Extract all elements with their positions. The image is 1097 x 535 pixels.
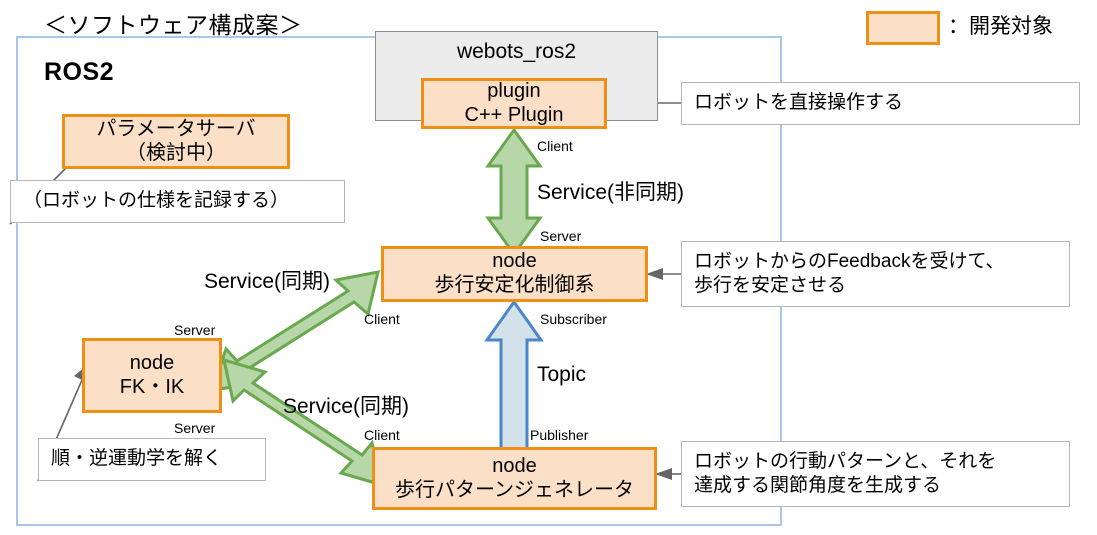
edge-label-topic: Topic <box>537 363 587 386</box>
node-fkik-line2: FK・IK <box>119 375 185 398</box>
node-generator-line2: 歩行パターンジェネレータ <box>395 478 634 501</box>
node-parameter-server[interactable]: パラメータサーバ （検討中） <box>62 114 290 169</box>
edge-label-service-sync-generator-fkik: Service(同期) <box>283 395 410 418</box>
role-label-fkik-server-upper: Server <box>174 322 216 338</box>
callout-parameter-note-text: （ロボットの仕様を記録する） <box>23 190 290 212</box>
node-plugin-line1: plugin <box>487 79 541 102</box>
node-parameter-server-line1: パラメータサーバ <box>96 117 256 140</box>
node-walking-stabilization-control[interactable]: node 歩行安定化制御系 <box>381 246 648 302</box>
node-generator-line1: node <box>492 454 537 477</box>
callout-fkik-note: 順・逆運動学を解く <box>38 438 266 481</box>
role-label-control-server: Server <box>540 228 582 244</box>
node-fk-ik[interactable]: node FK・IK <box>82 338 222 413</box>
node-plugin-line2: C++ Plugin <box>464 103 564 126</box>
callout-control-note: ロボットからのFeedbackを受けて、 歩行を安定させる <box>681 241 1070 307</box>
role-label-control-subscriber: Subscriber <box>540 311 607 327</box>
node-plugin[interactable]: plugin C++ Plugin <box>421 78 607 129</box>
legend-swatch <box>866 11 940 45</box>
callout-plugin-note: ロボットを直接操作する <box>681 82 1080 125</box>
ros2-label: ROS2 <box>44 58 115 86</box>
role-label-fkik-server-lower: Server <box>174 420 216 436</box>
callout-fkik-note-text: 順・逆運動学を解く <box>51 448 223 470</box>
callout-generator-note: ロボットの行動パターンと、それを 達成する関節角度を生成する <box>681 441 1070 507</box>
role-label-plugin-client: Client <box>537 138 573 154</box>
node-control-line1: node <box>492 250 537 273</box>
callout-control-note-line1: ロボットからのFeedbackを受けて、 <box>694 250 1005 272</box>
node-walking-pattern-generator[interactable]: node 歩行パターンジェネレータ <box>372 447 657 510</box>
role-label-control-client: Client <box>364 311 400 327</box>
callout-plugin-note-text: ロボットを直接操作する <box>694 92 904 114</box>
edge-label-service-sync-control-fkik: Service(同期) <box>204 270 331 293</box>
role-label-generator-client: Client <box>364 427 400 443</box>
role-label-generator-publisher: Publisher <box>530 427 589 443</box>
callout-parameter-note: （ロボットの仕様を記録する） <box>10 180 345 223</box>
node-fkik-line1: node <box>129 351 175 374</box>
legend-label: ：開発対象 <box>948 15 1053 38</box>
callout-control-note-line2: 歩行を安定させる <box>694 275 847 296</box>
callout-generator-note-line1: ロボットの行動パターンと、それを <box>694 450 997 472</box>
package-label: webots_ros2 <box>456 40 577 63</box>
node-control-line2: 歩行安定化制御系 <box>434 274 595 296</box>
page-title: ＜ソフトウェア構成案＞ <box>44 12 303 38</box>
edge-label-service-async: Service(非同期) <box>537 181 685 204</box>
callout-generator-note-line2: 達成する関節角度を生成する <box>694 475 942 496</box>
node-parameter-server-line2: （検討中） <box>126 141 226 164</box>
